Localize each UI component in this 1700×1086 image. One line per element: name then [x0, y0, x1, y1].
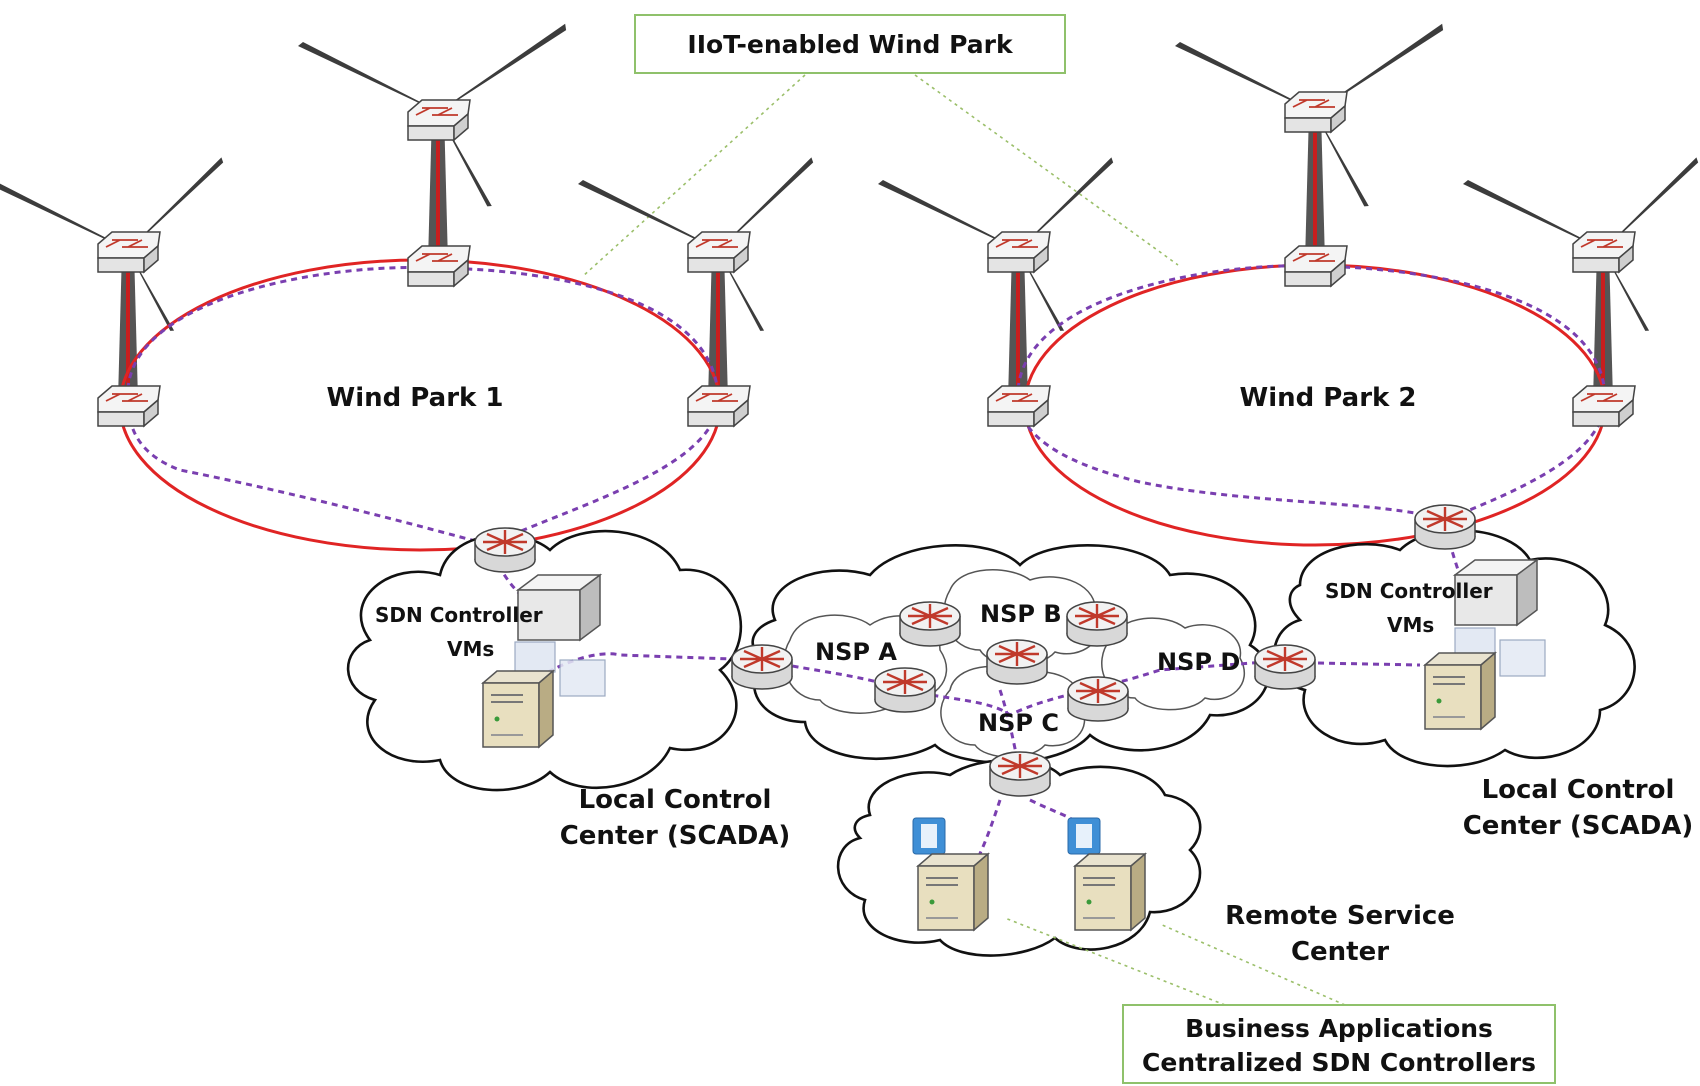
left-sdn-controller-icon: [515, 573, 603, 642]
router-icon: [1253, 643, 1317, 691]
nsp-a-subcloud: [783, 614, 948, 714]
router-icon: [1066, 675, 1130, 723]
right-center-label-line2: Center (SCADA): [1463, 811, 1694, 841]
switch-icon: [1572, 231, 1636, 273]
remote-app-icon-right: [1067, 817, 1101, 855]
right-center-label-line1: Local Control: [1482, 775, 1675, 805]
remote-server-icon-right: [1074, 853, 1146, 931]
router-icon: [1065, 600, 1129, 648]
wind-park-1-control-path: [126, 265, 720, 547]
left-vm-icons: [514, 641, 606, 697]
router-icon: [473, 526, 537, 574]
switch-icon: [407, 245, 471, 287]
nsp-b-label: NSP B: [980, 600, 1062, 628]
switch-icon: [1572, 385, 1636, 427]
switch-icon: [987, 385, 1051, 427]
switch-icon: [1284, 245, 1348, 287]
switch-icon: [407, 99, 471, 141]
router-icon: [985, 638, 1049, 686]
switch-icon: [97, 385, 161, 427]
bottom-callout-line1: Business Applications: [1185, 1014, 1493, 1043]
callout-arrow-park2: [914, 74, 1179, 266]
remote-app-icon-left: [912, 817, 946, 855]
right-sdn-controller-label: SDN Controller: [1325, 579, 1493, 603]
switch-icon: [687, 231, 751, 273]
remote-label-line1: Remote Service: [1225, 901, 1455, 931]
callout-arrow-remote-left: [1004, 917, 1226, 1006]
left-sdn-controller-label: SDN Controller: [375, 603, 543, 627]
router-icon: [1413, 503, 1477, 551]
remote-server-icon-left: [917, 853, 989, 931]
wind-park-2-label: Wind Park 2: [1240, 383, 1417, 413]
switch-icon: [97, 231, 161, 273]
right-server-icon: [1424, 652, 1496, 730]
router-icon: [730, 643, 794, 691]
right-sdn-controller-icon: [1452, 558, 1540, 627]
nsp-c-label: NSP C: [978, 709, 1059, 737]
bottom-callout-line2: Centralized SDN Controllers: [1142, 1048, 1536, 1077]
switch-icon: [1284, 91, 1348, 133]
callout-arrow-remote-right: [1159, 923, 1346, 1006]
remote-label-line2: Center: [1291, 937, 1389, 967]
left-center-label-line1: Local Control: [579, 785, 772, 815]
router-icon: [873, 666, 937, 714]
left-server-icon: [482, 670, 554, 748]
top-callout: IIoT-enabled Wind Park: [634, 14, 1066, 74]
callout-arrow-park1: [581, 74, 806, 278]
right-vms-label: VMs: [1387, 613, 1434, 637]
nsp-a-label: NSP A: [815, 638, 897, 666]
router-icon: [988, 750, 1052, 798]
switch-icon: [687, 385, 751, 427]
wind-park-1-label: Wind Park 1: [327, 383, 504, 413]
switch-icons: [97, 91, 1636, 427]
nsp-d-label: NSP D: [1157, 648, 1240, 676]
left-vms-label: VMs: [447, 637, 494, 661]
left-center-label-line2: Center (SCADA): [560, 821, 791, 851]
router-icon: [898, 600, 962, 648]
bottom-callout: Business Applications Centralized SDN Co…: [1122, 1004, 1556, 1084]
switch-icon: [987, 231, 1051, 273]
top-callout-label: IIoT-enabled Wind Park: [687, 30, 1014, 59]
